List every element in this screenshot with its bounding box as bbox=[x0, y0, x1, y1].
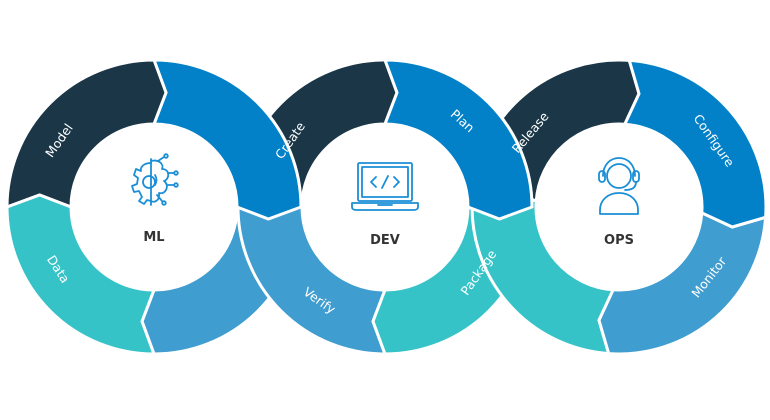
headset-operator-icon bbox=[598, 157, 640, 215]
brain-gear-icon bbox=[131, 153, 179, 206]
ops-center bbox=[536, 124, 702, 290]
dev-center bbox=[302, 124, 468, 290]
ops-title: OPS bbox=[604, 233, 634, 248]
ml-center bbox=[71, 124, 237, 290]
ml-title: ML bbox=[143, 230, 164, 245]
dev-title: DEV bbox=[370, 233, 400, 248]
laptop-code-icon bbox=[351, 162, 419, 211]
